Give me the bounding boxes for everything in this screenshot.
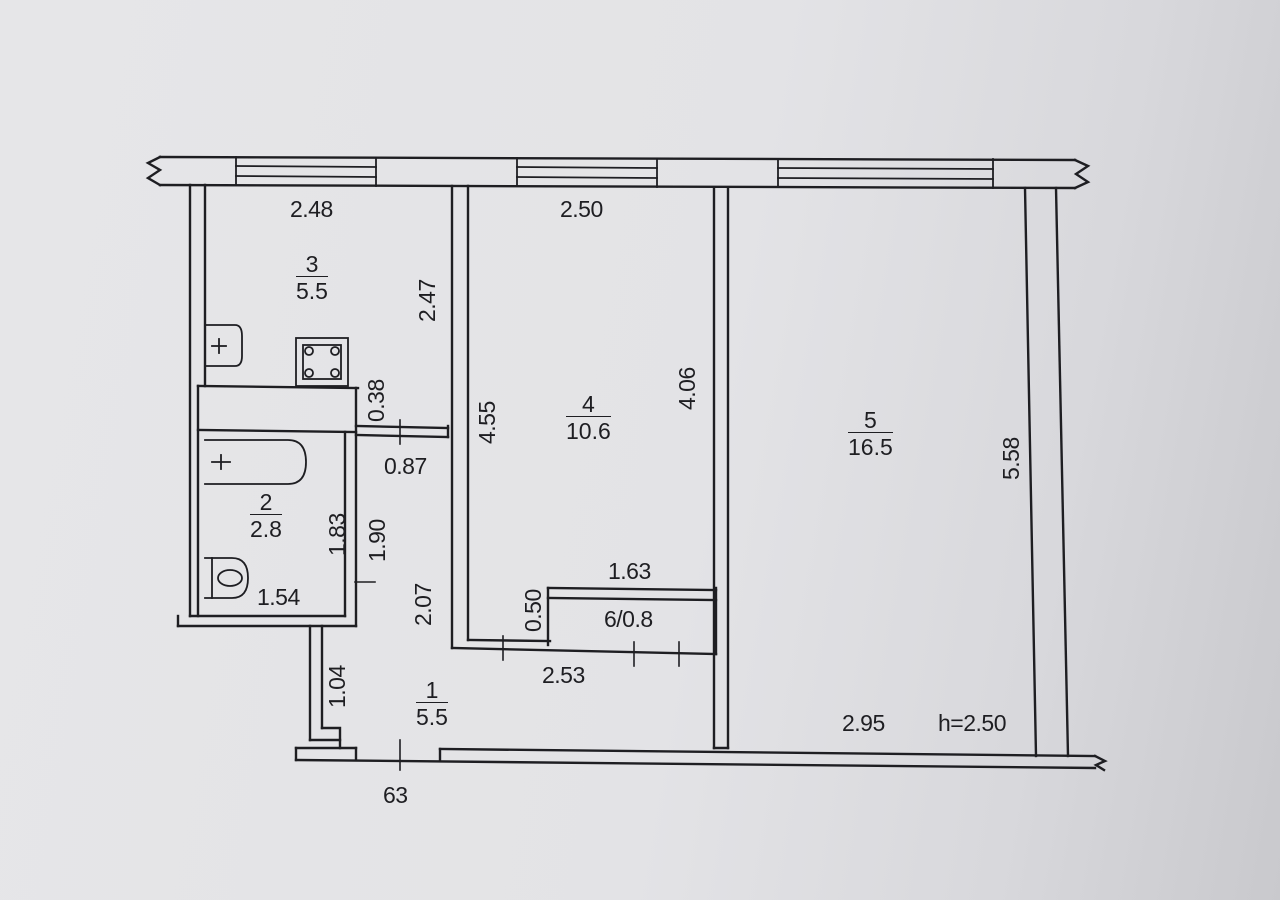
dimension-label: 1.90 [364, 519, 390, 562]
window-3 [777, 158, 994, 189]
dimension-label: 4.06 [674, 367, 700, 410]
room-area: 2.8 [250, 514, 282, 543]
dimension-label: 0.87 [384, 453, 427, 479]
room-area: 10.6 [566, 416, 611, 445]
dimension-ticks [354, 419, 680, 771]
window-2 [516, 157, 658, 188]
room-number: 3 [305, 251, 319, 277]
wall-kitchen-room4 [450, 184, 718, 656]
room-number: 4 [581, 391, 595, 417]
dimension-label: 4.55 [474, 401, 500, 444]
bathtub-fixture [204, 439, 307, 485]
room-3-label: 3 5.5 [296, 252, 328, 303]
bathroom-walls [196, 384, 360, 628]
room-area: 16.5 [848, 432, 893, 461]
dimension-label: 2.95 [842, 710, 885, 736]
dimension-label: 2.48 [290, 196, 333, 222]
toilet-fixture [204, 557, 249, 599]
room-2-label: 2 2.8 [250, 490, 282, 541]
dimension-label: 2.47 [414, 279, 440, 322]
room-6-label: 6/0.8 [604, 606, 653, 632]
dimension-label: 1.63 [608, 558, 651, 584]
dimension-label: 0.38 [363, 379, 389, 422]
dimension-label: 1.83 [324, 513, 350, 556]
room-number: 5 [863, 407, 877, 433]
bottom-wall [294, 624, 1108, 772]
room-number: 1 [425, 677, 439, 703]
room-area: 5.5 [296, 276, 328, 305]
ceiling-height-label: h=2.50 [938, 710, 1007, 736]
room-5-label: 5 16.5 [848, 408, 893, 459]
dimension-label: 1.04 [324, 665, 350, 708]
dimension-label: 63 [383, 782, 408, 808]
room-4-label: 4 10.6 [566, 392, 611, 443]
top-exterior-wall [145, 155, 1091, 190]
dimension-label: 2.53 [542, 662, 585, 688]
kitchen-partition [354, 424, 450, 439]
right-wall [1023, 186, 1070, 758]
closet-walls [546, 586, 718, 656]
left-wall [176, 183, 358, 628]
dimension-label: 5.58 [998, 437, 1024, 480]
room-1-label: 1 5.5 [416, 678, 448, 729]
stove-fixture [295, 337, 349, 387]
room-area: 5.5 [416, 702, 448, 731]
wall-room4-room5 [712, 186, 730, 750]
window-1 [235, 156, 377, 187]
dimension-label: 1.54 [257, 584, 300, 610]
dimension-label: 2.50 [560, 196, 603, 222]
room-number: 2 [259, 489, 273, 515]
dimension-label: 0.50 [520, 589, 546, 632]
sink-fixture [204, 324, 243, 367]
dimension-label: 2.07 [410, 583, 436, 626]
